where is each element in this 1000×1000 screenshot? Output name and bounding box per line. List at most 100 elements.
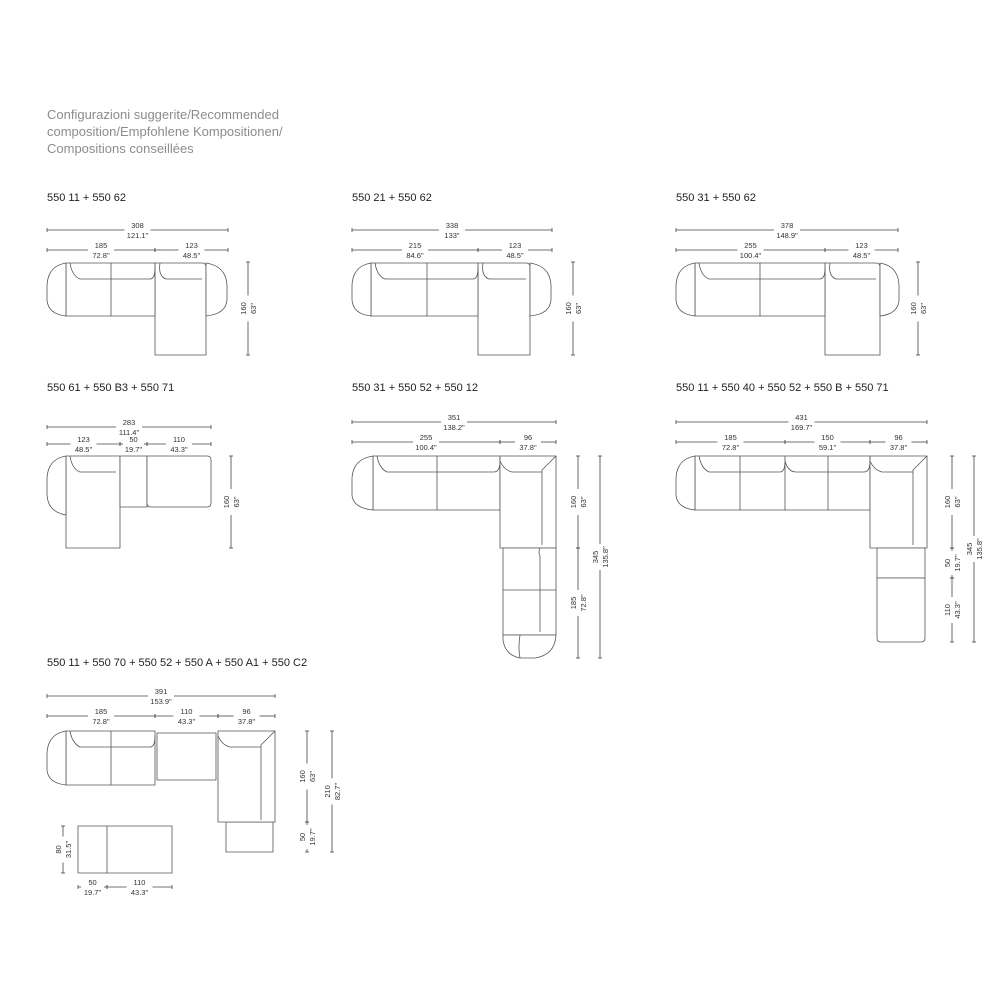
dimension-inches: 59.1" xyxy=(819,443,837,452)
dimension-cm: 255 xyxy=(420,433,433,442)
sofa-plan-4 xyxy=(46,455,212,549)
dimension-cm: 80 xyxy=(54,845,63,853)
dimension-inches: 37.8" xyxy=(519,443,537,452)
config-title: 550 31 + 550 52 + 550 12 xyxy=(352,382,478,394)
config-title: 550 61 + 550 B3 + 550 71 xyxy=(47,382,174,394)
dimension-inches: 63" xyxy=(574,303,583,314)
dimension-cm: 50 xyxy=(298,833,307,841)
section-heading: Configurazioni suggerite/Recommended com… xyxy=(47,106,283,157)
dimension-cm: 308 xyxy=(131,221,144,230)
dimension-inches: 43.3" xyxy=(170,445,188,454)
dimension-cm: 96 xyxy=(242,707,250,716)
dimension-cm: 123 xyxy=(77,435,90,444)
dimension-inches: 43.3" xyxy=(178,717,196,726)
dimension-inches: 84.6" xyxy=(406,251,424,260)
dimension-cm: 110 xyxy=(173,435,185,444)
dimension-inches: 43.3" xyxy=(131,888,149,897)
dimension-cm: 96 xyxy=(894,433,902,442)
dimension-cm: 185 xyxy=(569,597,578,610)
dimension-inches: 148.9" xyxy=(776,231,798,240)
dimension-cm: 50 xyxy=(129,435,137,444)
dimension-cm: 345 xyxy=(591,551,600,564)
dimension-cm: 338 xyxy=(446,221,459,230)
dimension-inches: 135.8" xyxy=(975,538,984,560)
dimension-cm: 96 xyxy=(524,433,532,442)
config-title: 550 21 + 550 62 xyxy=(352,192,432,204)
dimension-cm: 160 xyxy=(909,302,918,315)
dimension-cm: 160 xyxy=(569,496,578,509)
dimension-cm: 345 xyxy=(965,543,974,556)
dimension-inches: 82.7" xyxy=(333,783,342,801)
dimension-inches: 19.7" xyxy=(125,445,143,454)
dimension-inches: 72.8" xyxy=(92,251,110,260)
dimension-cm: 391 xyxy=(155,687,168,696)
dimension-inches: 63" xyxy=(579,496,588,507)
dimension-inches: 37.8" xyxy=(238,717,256,726)
dimension-cm: 210 xyxy=(323,785,332,798)
dimension-cm: 351 xyxy=(448,413,461,422)
dimension-inches: 63" xyxy=(308,771,317,782)
sofa-plan-5 xyxy=(351,455,557,659)
dimension-inches: 72.8" xyxy=(92,717,110,726)
dimension-cm: 283 xyxy=(123,418,136,427)
dimension-cm: 160 xyxy=(298,770,307,783)
dimension-inches: 135.8" xyxy=(601,546,610,568)
config-title: 550 11 + 550 62 xyxy=(47,192,126,204)
dimension-cm: 160 xyxy=(564,302,573,315)
dimension-inches: 63" xyxy=(919,303,928,314)
dimension-inches: 31.5" xyxy=(64,841,73,859)
dimension-cm: 185 xyxy=(724,433,737,442)
dimension-inches: 153.9" xyxy=(150,697,172,706)
dimension-cm: 160 xyxy=(239,302,248,315)
dimension-cm: 185 xyxy=(95,707,108,716)
dimension-inches: 121.1" xyxy=(127,231,149,240)
heading-line: Compositions conseillées xyxy=(47,141,194,156)
dimension-inches: 19.7" xyxy=(308,828,317,846)
dimension-cm: 110 xyxy=(134,878,146,887)
dimension-inches: 100.4" xyxy=(415,443,437,452)
dimension-inches: 100.4" xyxy=(740,251,762,260)
dimension-inches: 63" xyxy=(232,496,241,507)
dimension-cm: 150 xyxy=(821,433,834,442)
dimension-inches: 169.7" xyxy=(791,423,813,432)
dimension-inches: 48.5" xyxy=(183,251,201,260)
dimension-inches: 19.7" xyxy=(84,888,102,897)
dimension-inches: 19.7" xyxy=(953,554,962,572)
dimension-cm: 110 xyxy=(181,707,193,716)
dimension-cm: 431 xyxy=(795,413,808,422)
dimension-inches: 48.5" xyxy=(506,251,524,260)
heading-line: composition/Empfohlene Kompositionen/ xyxy=(47,124,283,139)
dimension-cm: 160 xyxy=(943,496,952,509)
dimension-inches: 48.5" xyxy=(853,251,871,260)
dimension-inches: 37.8" xyxy=(890,443,908,452)
dimension-inches: 72.8" xyxy=(722,443,740,452)
dimension-cm: 378 xyxy=(781,221,794,230)
